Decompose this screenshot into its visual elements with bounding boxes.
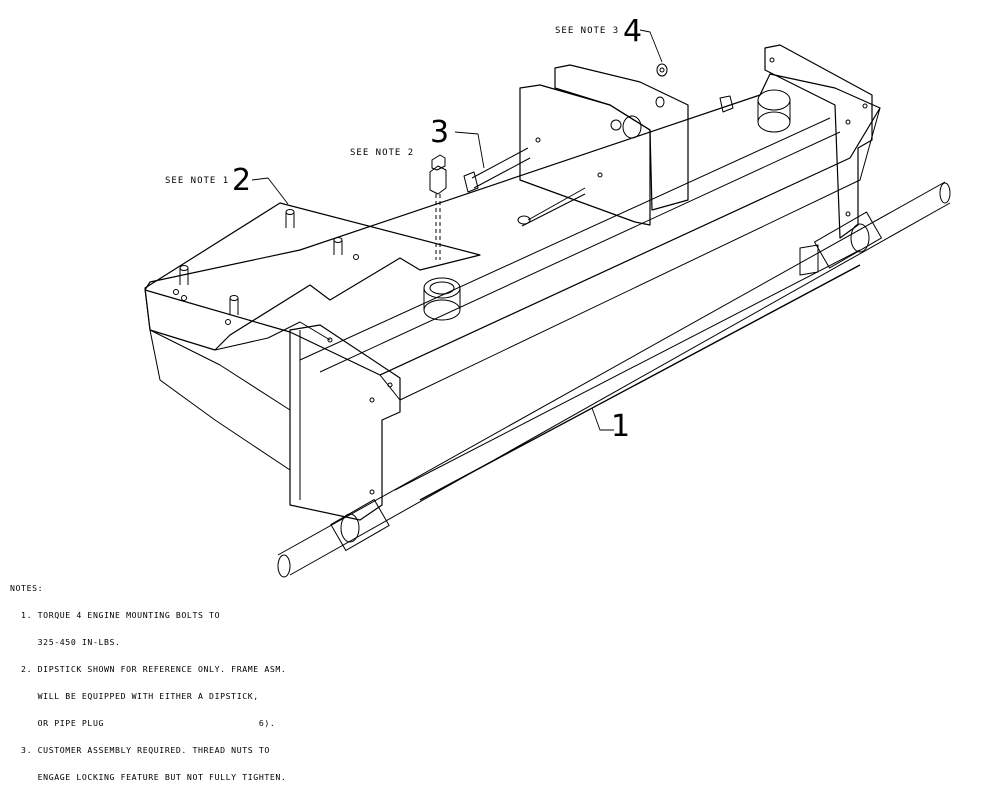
fasteners: [463, 63, 734, 227]
note-line: 2. DIPSTICK SHOWN FOR REFERENCE ONLY. FR…: [10, 664, 287, 674]
frame-assembly-drawing: [144, 29, 951, 578]
notes-title: NOTES:: [10, 583, 44, 593]
leader-lines: [251, 29, 663, 431]
see-note-label-4: SEE NOTE 3: [555, 26, 620, 36]
axle-shaft: [277, 181, 951, 578]
engine-mounting-plate: [144, 202, 481, 351]
dipstick: [429, 154, 447, 260]
callout-number-2: 2: [232, 163, 252, 198]
callout-number-1: 1: [611, 409, 631, 444]
see-note-label-3: SEE NOTE 2: [350, 148, 415, 158]
see-note-label-2: SEE NOTE 1: [165, 176, 230, 186]
callout-number-3: 3: [430, 115, 450, 150]
note-line: 325-450 IN-LBS.: [10, 637, 121, 647]
frame-main-channel: [144, 73, 881, 501]
notes-block: NOTES: 1. TORQUE 4 ENGINE MOUNTING BOLTS…: [10, 566, 286, 791]
upright-mount-plates: [519, 64, 689, 226]
fill-fittings: [423, 89, 791, 321]
note-line: 1. TORQUE 4 ENGINE MOUNTING BOLTS TO: [10, 610, 221, 620]
note-line: WILL BE EQUIPPED WITH EITHER A DIPSTICK,: [10, 691, 259, 701]
note-line: ENGAGE LOCKING FEATURE BUT NOT FULLY TIG…: [10, 772, 287, 782]
note-line: OR PIPE PLUG 6).: [10, 718, 276, 728]
rear-bracket: [764, 44, 873, 239]
note-line: 3. CUSTOMER ASSEMBLY REQUIRED. THREAD NU…: [10, 745, 270, 755]
callout-number-4: 4: [623, 14, 643, 49]
front-bracket: [289, 324, 401, 521]
